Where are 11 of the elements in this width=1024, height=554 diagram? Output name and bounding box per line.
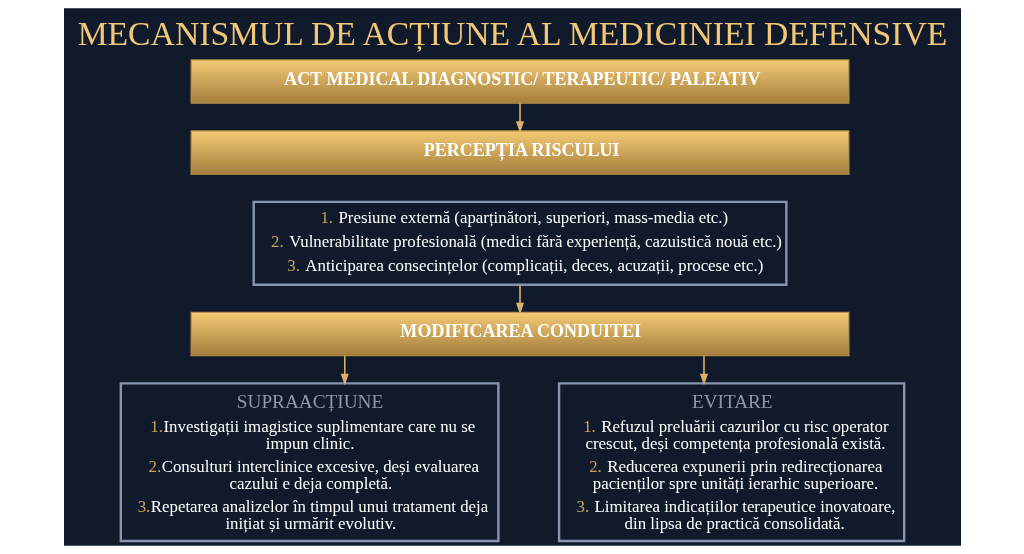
node-box: 1. Presiune externă (aparținători, superiori, mass-media etc.) 2. Vulnerabilitate profesională (medici fără experiență, cazuistică nouă etc.) 3. Anticiparea consecințelor (complicații, deces, acuzații, procese etc.) <box>252 200 788 286</box>
arrow <box>340 355 349 386</box>
node-box: MODIFICAREA CONDUITEI <box>190 311 849 357</box>
diagram-title: MECANISMUL DE ACȚIUNE AL MEDICINIEI DEFENSIVE <box>77 14 947 52</box>
node-box: PERCEPȚIA RISCULUI <box>190 130 849 175</box>
arrow <box>515 102 524 133</box>
arrow <box>515 284 524 315</box>
arrow <box>699 355 708 386</box>
node-box: SUPRAACȚIUNE 1.Investigații imagistice suplimentare care nu se impun clinic. 2.Consulturi interclinice excesive, deși evaluarea cazului e deja completă. 3.Repetarea analizelor în timpul unui tratament deja inițiat și urmărit evolutiv. <box>119 382 500 543</box>
node-box: EVITARE 1. Refuzul preluării cazurilor cu risc operator crescut, deși competența profesională există. 2. Reducerea expunerii prin redirecționarea pacienților spre unități ierarhic superioare. 3. Limitarea indicațiilor terapeutice inovatoare, din lipsa de practică consolidată. <box>557 382 905 543</box>
node-box: ACT MEDICAL DIAGNOSTIC/ TERAPEUTIC/ PALEATIV <box>190 59 849 104</box>
